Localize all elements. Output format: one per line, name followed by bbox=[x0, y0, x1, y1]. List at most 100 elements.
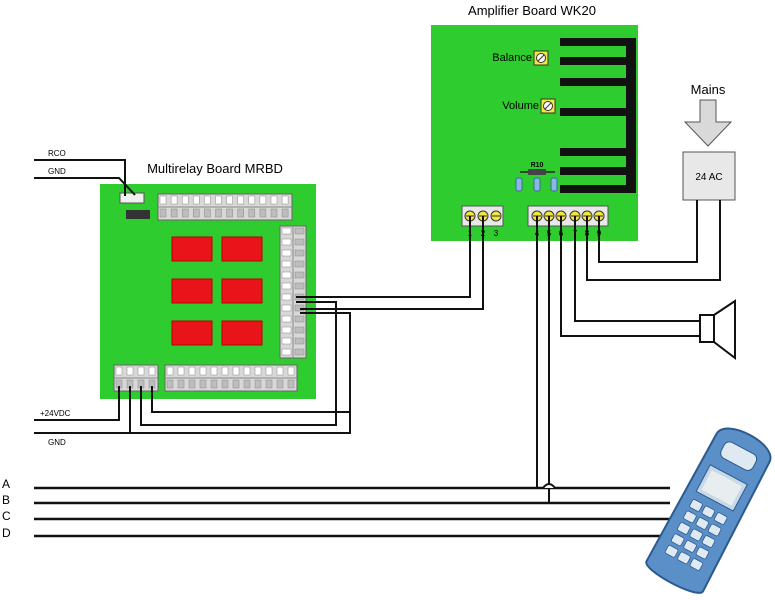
terminal-cell bbox=[281, 282, 292, 290]
terminal-cell bbox=[226, 195, 233, 205]
wire-mains-1 bbox=[586, 200, 721, 281]
terminal-cell bbox=[188, 366, 196, 376]
terminal-cell bbox=[210, 366, 218, 376]
terminal-cell bbox=[115, 366, 123, 376]
phone-key bbox=[689, 528, 703, 542]
terminal-cell bbox=[177, 379, 185, 389]
terminal-cell bbox=[166, 379, 174, 389]
terminal-cell bbox=[287, 379, 295, 389]
terminal-cell bbox=[221, 379, 229, 389]
terminal-cell bbox=[210, 379, 218, 389]
rco-connector bbox=[119, 192, 145, 204]
wire-relay-loop-3 bbox=[130, 412, 351, 434]
terminal-cell bbox=[237, 195, 244, 205]
terminal-cell bbox=[148, 366, 156, 376]
wire-speaker-1 bbox=[560, 216, 700, 337]
transformer bbox=[682, 151, 736, 201]
wire-gnd-top bbox=[34, 177, 136, 196]
phone-key bbox=[689, 558, 703, 571]
terminal-cell bbox=[294, 348, 305, 356]
terminal-cell bbox=[281, 195, 289, 205]
terminal-cell bbox=[294, 271, 305, 279]
wire-amp-1 bbox=[296, 216, 471, 298]
terminal-cell bbox=[281, 249, 292, 257]
balance-potentiometer[interactable] bbox=[533, 50, 549, 66]
terminal-cell bbox=[204, 208, 211, 218]
terminal-cell bbox=[294, 282, 305, 290]
terminal-cell bbox=[126, 366, 134, 376]
phone-key bbox=[695, 517, 709, 530]
terminal-cell bbox=[265, 379, 273, 389]
wire-label-rco: RCO bbox=[48, 149, 66, 158]
wire-relay-loop-1 bbox=[140, 301, 337, 426]
terminal-cell bbox=[281, 304, 292, 312]
terminal-cell bbox=[193, 208, 200, 218]
terminal-cell bbox=[294, 337, 305, 345]
terminal-cell bbox=[159, 195, 167, 205]
relay bbox=[221, 278, 263, 304]
terminal-cell bbox=[265, 366, 273, 376]
terminal-cell bbox=[215, 195, 222, 205]
terminal-cell bbox=[281, 315, 292, 323]
terminal-cell bbox=[181, 195, 189, 205]
phone-key bbox=[707, 523, 722, 537]
terminal-number: 3 bbox=[494, 229, 499, 238]
terminal-cell bbox=[281, 271, 292, 279]
wires bbox=[34, 159, 721, 503]
terminal-cell bbox=[170, 208, 178, 218]
terminal-cell bbox=[248, 208, 256, 218]
phone-key bbox=[664, 545, 679, 558]
terminal-cell bbox=[270, 208, 278, 218]
resistor-r10 bbox=[520, 169, 555, 175]
terminal-cell bbox=[215, 208, 222, 218]
terminal-cell bbox=[248, 195, 256, 205]
heat-sink bbox=[560, 38, 636, 193]
phone-key bbox=[695, 546, 710, 560]
terminal-cell bbox=[294, 238, 305, 246]
bus-label: A bbox=[2, 477, 10, 491]
capacitors bbox=[515, 177, 558, 192]
terminal-cell bbox=[287, 366, 295, 376]
terminal-cell bbox=[294, 227, 305, 235]
terminal-cell bbox=[232, 366, 240, 376]
terminal-cell bbox=[232, 379, 240, 389]
amplifier-title: Amplifier Board WK20 bbox=[468, 3, 596, 18]
terminal-cell bbox=[181, 208, 189, 218]
terminal-cell bbox=[159, 208, 167, 218]
terminal-cell bbox=[294, 249, 305, 257]
terminal-cell bbox=[204, 195, 211, 205]
wire-label-gnd-bottom: GND bbox=[48, 438, 66, 447]
phone-key bbox=[714, 512, 728, 525]
bus-label: C bbox=[2, 509, 11, 523]
terminal-cell bbox=[254, 379, 262, 389]
phone-key bbox=[701, 505, 716, 519]
terminal-cell bbox=[188, 379, 196, 389]
volume-potentiometer[interactable] bbox=[540, 98, 556, 114]
terminal-cell bbox=[281, 227, 292, 235]
terminal-cell bbox=[294, 315, 305, 323]
bottom-terminal-strip bbox=[164, 364, 298, 392]
speaker-icon bbox=[699, 299, 736, 361]
relays bbox=[171, 236, 263, 346]
wire-mains-2 bbox=[598, 200, 698, 263]
relay bbox=[221, 320, 263, 346]
terminal-cell bbox=[137, 366, 145, 376]
wire-label-24vdc: +24VDC bbox=[40, 409, 71, 418]
phone-key bbox=[689, 499, 703, 512]
terminal-cell bbox=[254, 366, 262, 376]
terminal-cell bbox=[259, 195, 267, 205]
relay bbox=[171, 320, 213, 346]
resistor-label: R10 bbox=[531, 162, 544, 169]
terminal-cell bbox=[281, 348, 292, 356]
terminal-cell bbox=[170, 195, 178, 205]
wire-label-gnd-top: GND bbox=[48, 167, 66, 176]
terminal-cell bbox=[193, 195, 200, 205]
phone-key bbox=[677, 522, 691, 535]
phone-key bbox=[683, 540, 697, 553]
terminal-cell bbox=[166, 366, 174, 376]
terminal-cell bbox=[270, 195, 278, 205]
wire-crossover bbox=[542, 483, 556, 489]
power-terminal-strip bbox=[113, 364, 159, 392]
balance-label: Balance bbox=[492, 52, 532, 64]
terminal-cell bbox=[281, 326, 292, 334]
